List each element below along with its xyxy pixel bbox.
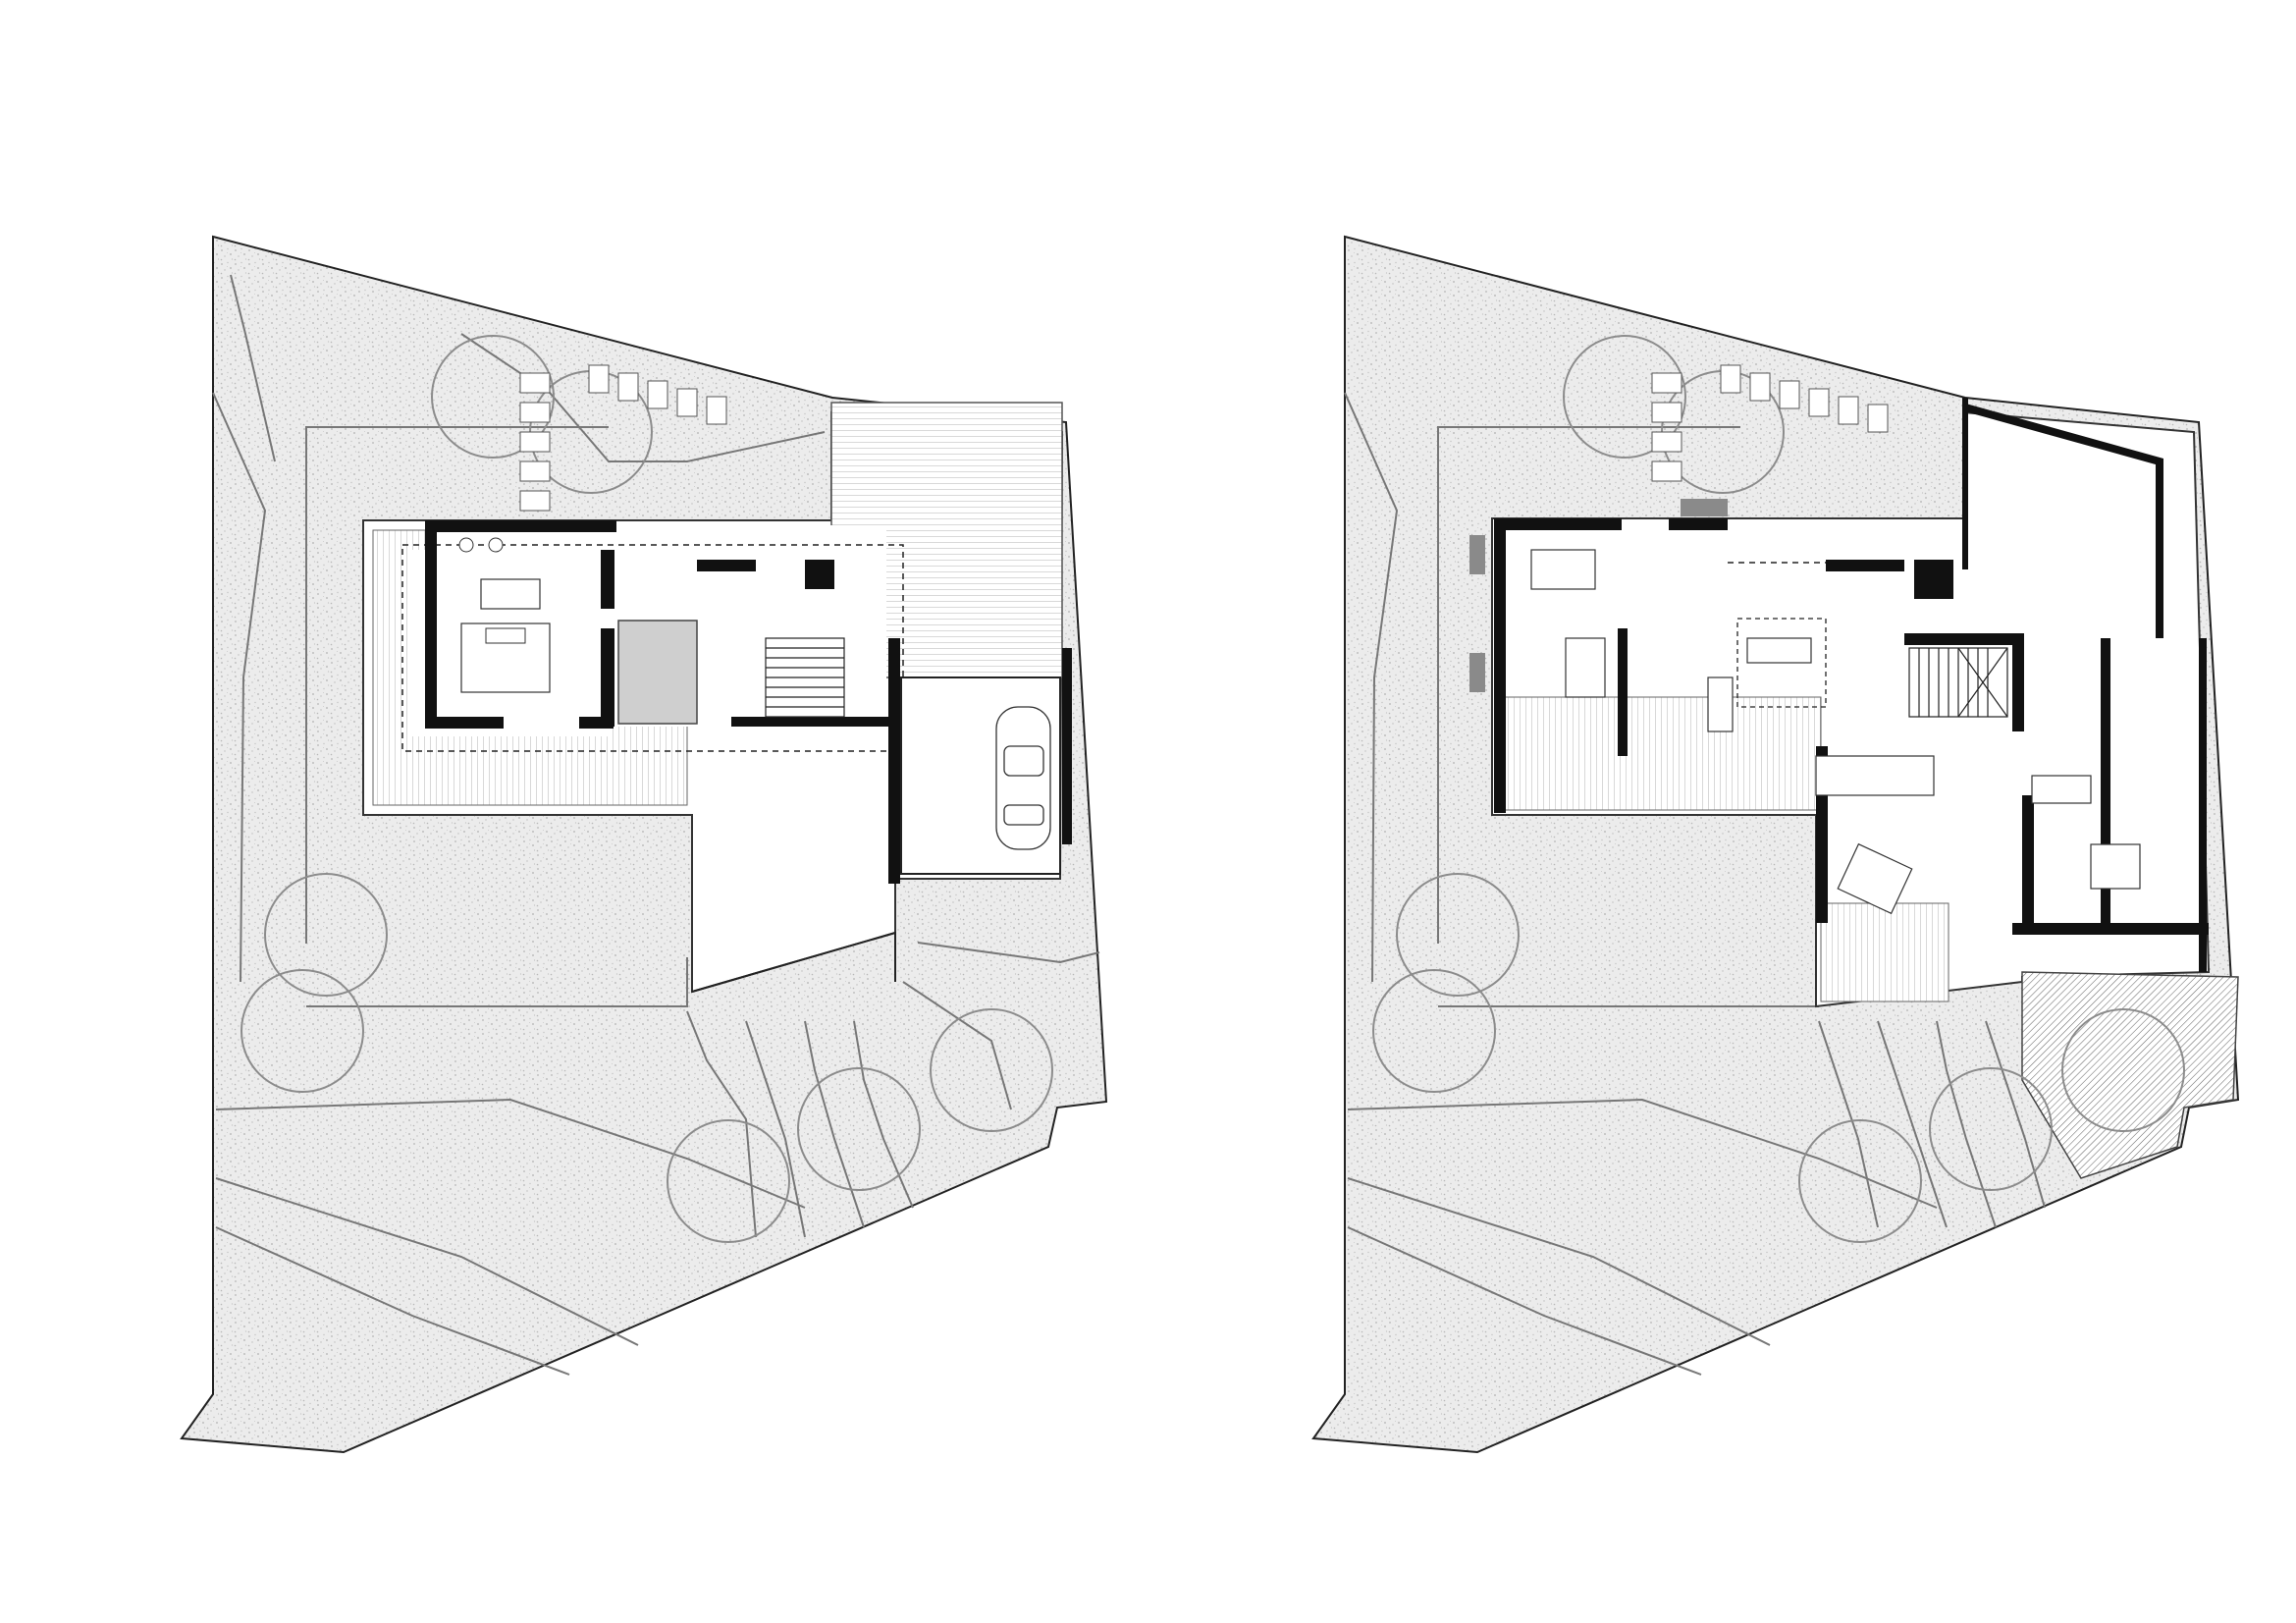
sofa-dashed	[1736, 618, 1827, 708]
stepping-stones	[519, 364, 727, 512]
equipment-block	[1469, 535, 1485, 574]
upper-wall	[1963, 404, 2163, 638]
car-outline	[995, 706, 1051, 850]
garden-outline	[305, 426, 609, 944]
stair	[765, 637, 845, 718]
toilet	[458, 537, 474, 553]
deck-area	[1501, 696, 1822, 811]
site-lines	[1344, 392, 2046, 1376]
walls	[425, 520, 1072, 884]
hatched-area	[2021, 971, 2239, 1179]
skylight	[617, 620, 698, 725]
plan-right	[1311, 235, 2240, 1454]
stepping-stones	[1651, 364, 1889, 482]
site-lines	[212, 274, 1100, 1376]
furniture	[1530, 549, 2141, 915]
bathtub	[480, 578, 541, 610]
stair	[1908, 647, 2008, 718]
plan-left	[180, 235, 1108, 1454]
